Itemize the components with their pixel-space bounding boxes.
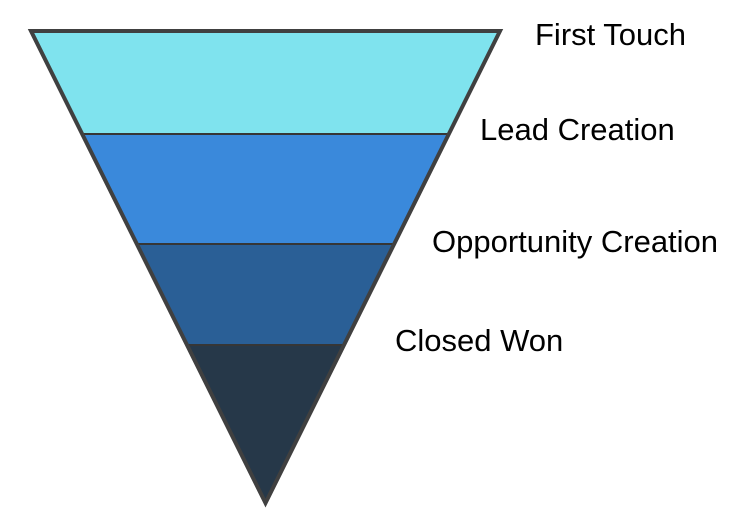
stage-label-lead-creation: Lead Creation — [480, 112, 675, 147]
stage-label-opportunity-creation: Opportunity Creation — [432, 224, 718, 259]
funnel-outline — [27, 29, 504, 508]
stage-label-first-touch: First Touch — [535, 17, 686, 52]
funnel-segment-closed-won — [187, 345, 344, 503]
funnel-segment-lead-creation — [82, 134, 449, 244]
funnel-segment-opportunity-creation — [136, 244, 395, 345]
stage-label-closed-won: Closed Won — [395, 323, 563, 358]
funnel-segment-first-touch — [31, 31, 500, 134]
